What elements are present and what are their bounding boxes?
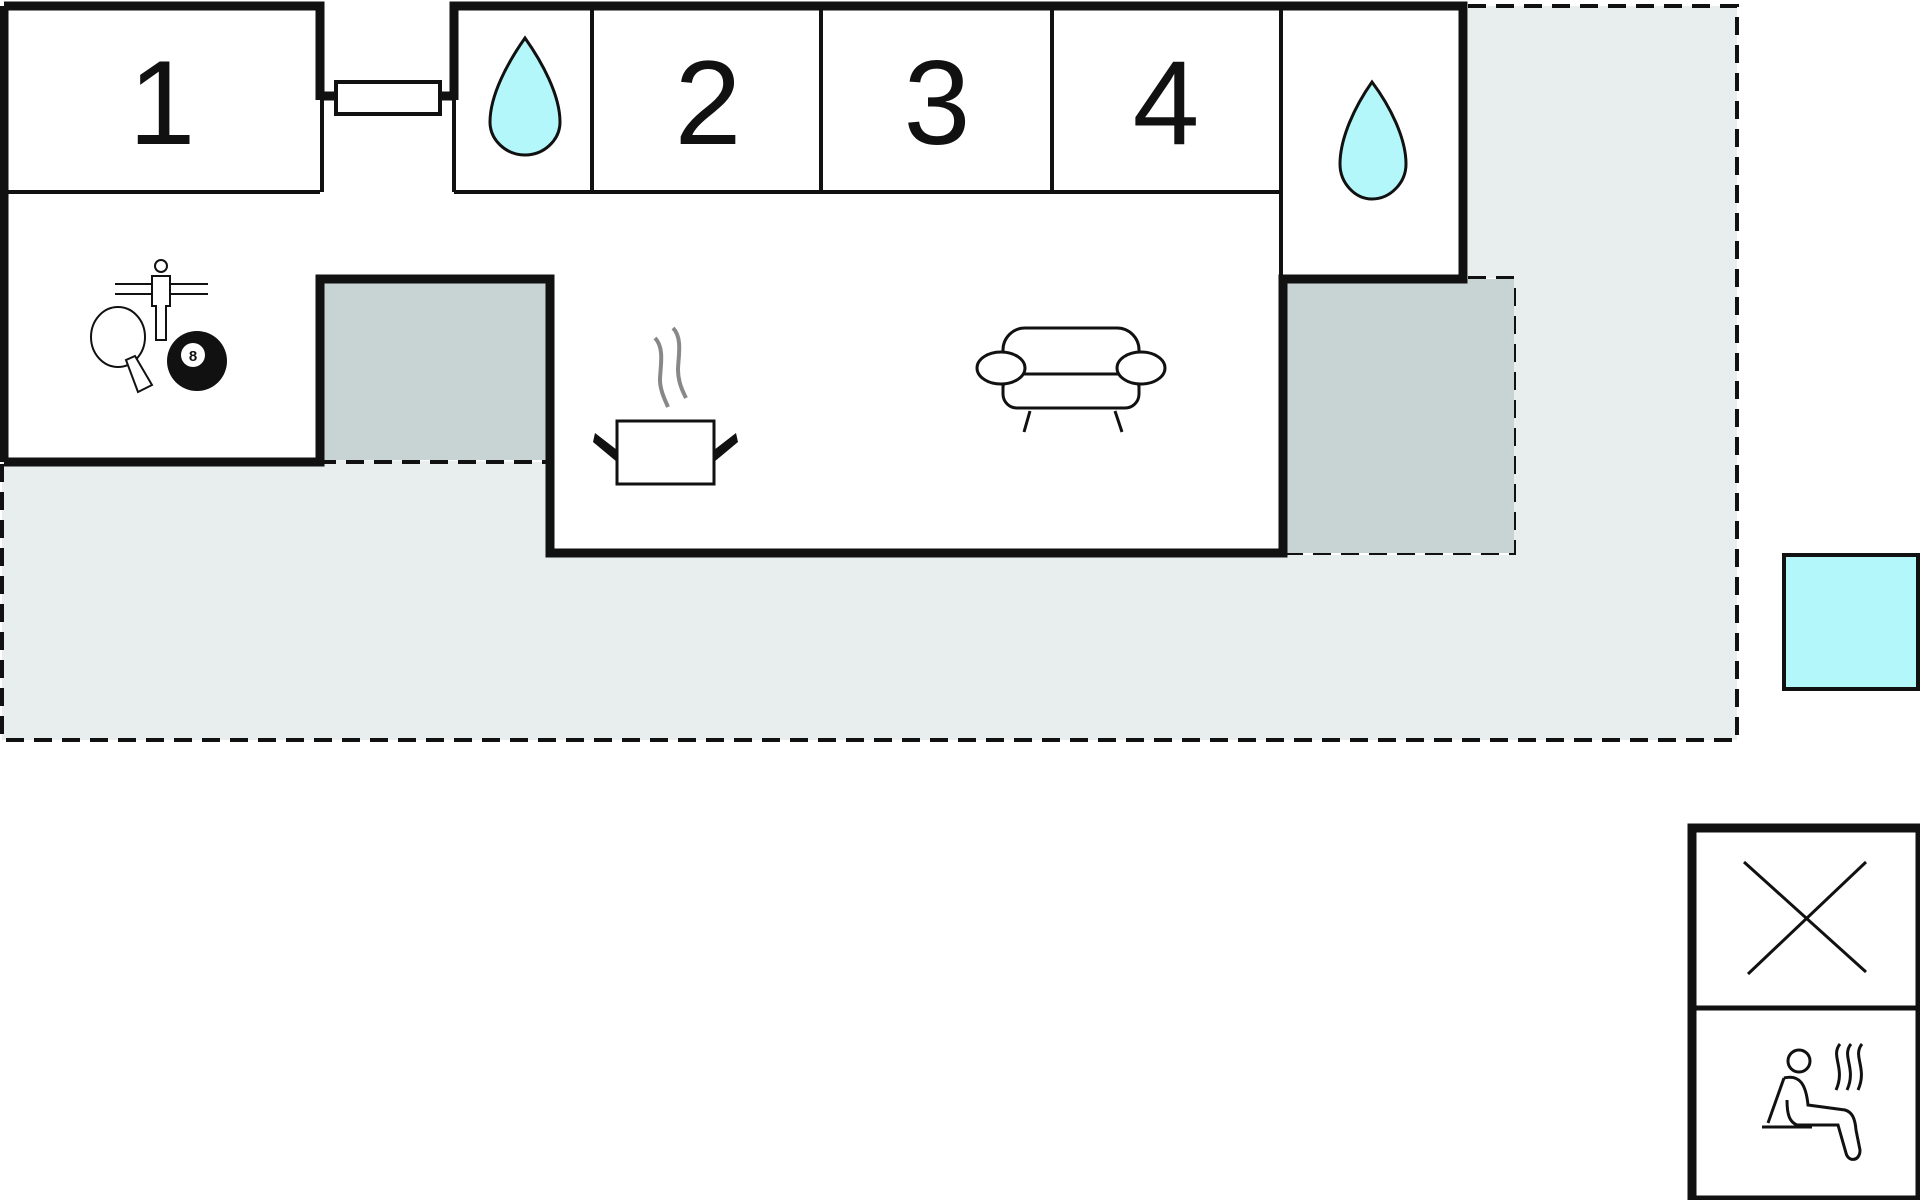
window [334,80,442,116]
covered-terrace-right [1283,279,1514,553]
pool-square [1782,553,1920,691]
legend-box [1687,823,1920,1200]
room-number-1: 1 [129,36,196,170]
room-number-2: 2 [675,36,742,170]
table-football-icon [115,259,208,341]
billiard-ball-icon: 8 [167,331,227,391]
sauna-icon [1762,1043,1864,1161]
room-number-3: 3 [904,36,971,170]
cooking-pot-icon [593,326,738,486]
billiard-ball-number: 8 [189,348,197,365]
water-drop-icon [1338,79,1408,201]
covered-terrace-left [321,279,548,460]
close-x-icon [1742,860,1868,976]
table-tennis-icon [90,306,154,394]
room-number-4: 4 [1133,36,1200,170]
sofa-icon [975,326,1167,433]
interior-walls [4,6,1283,279]
terrace-area [2,6,1737,740]
water-drop-icon [488,35,562,157]
